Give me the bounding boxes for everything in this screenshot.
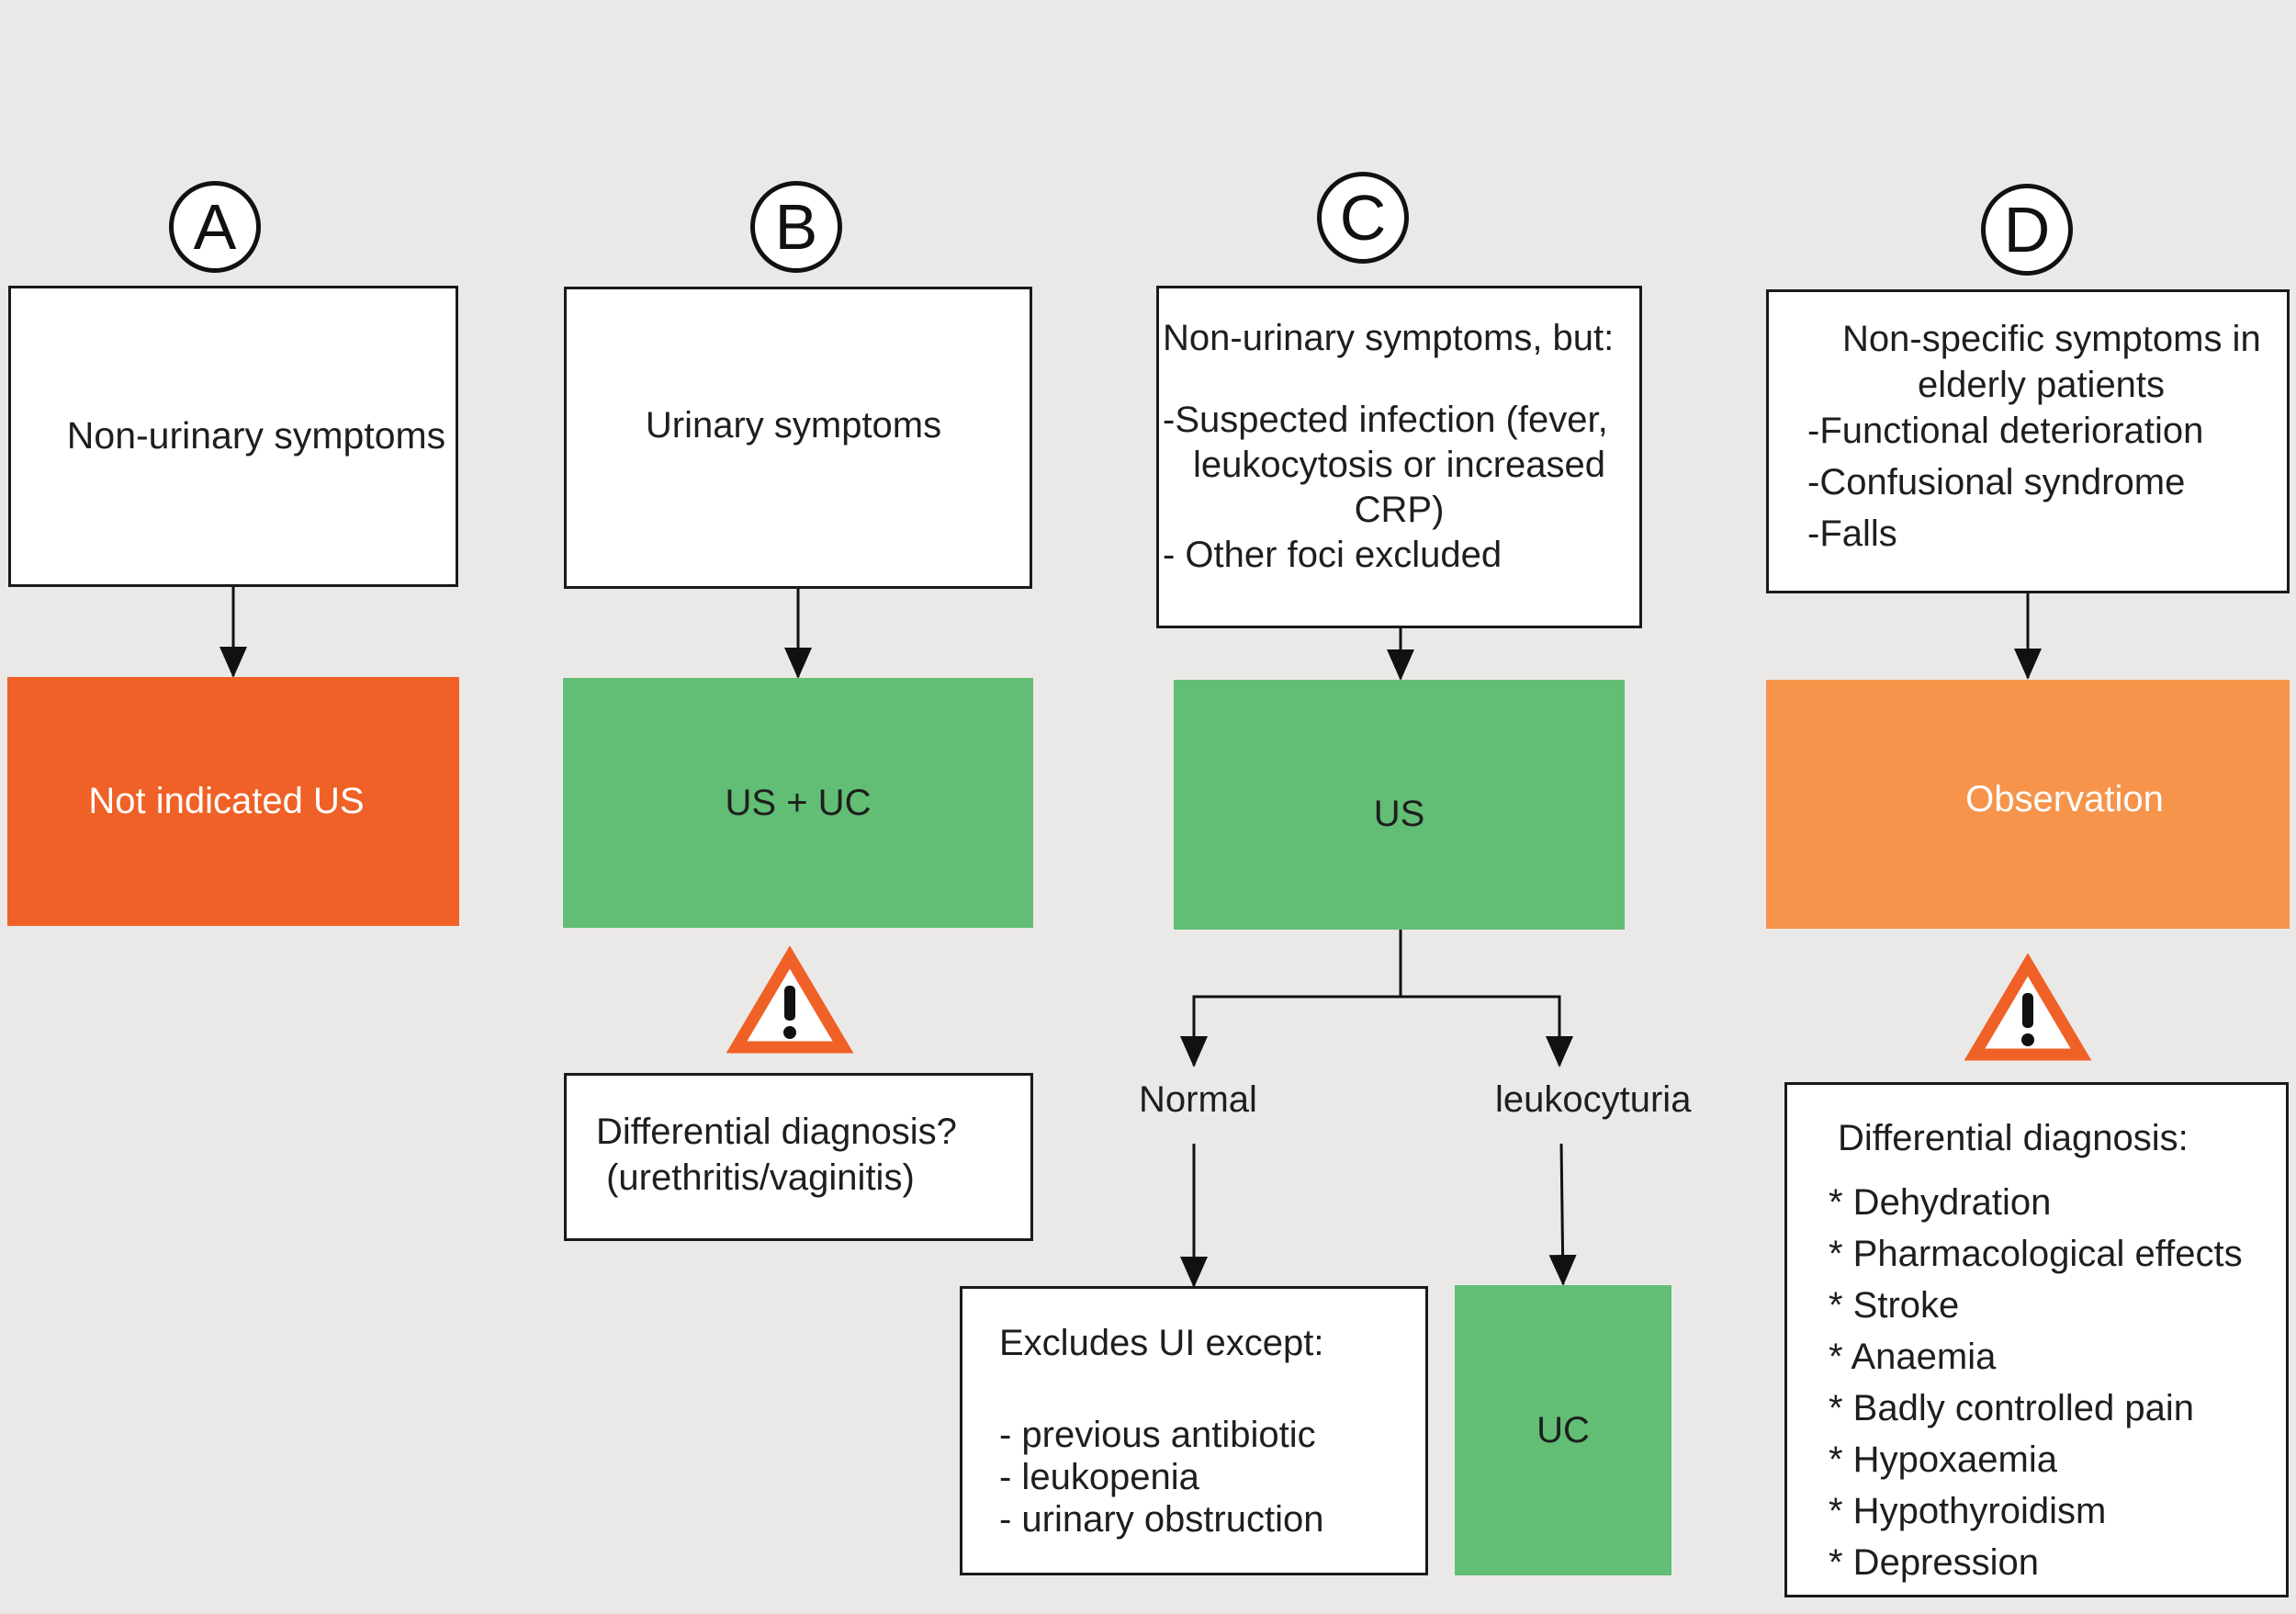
differential-item: * Anaemia (1829, 1337, 1997, 1377)
arrow-c-to-normal (1180, 995, 1401, 1067)
column-c-condition-line3: CRP) (1354, 490, 1445, 530)
column-c-letter: C (1339, 182, 1387, 254)
column-c-condition-line1: -Suspected infection (fever, (1163, 400, 1608, 440)
differential-item: * Stroke (1829, 1285, 1960, 1326)
column-c-condition-header: Non-urinary symptoms, but: (1163, 318, 1615, 358)
excludes-ui-item: - leukopenia (999, 1457, 1199, 1497)
differential-item: * Dehydration (1829, 1182, 2052, 1223)
column-d-warning-box: Differential diagnosis: * Dehydration * … (1784, 1082, 2289, 1597)
column-d-warning-header: Differential diagnosis: (1838, 1118, 2189, 1158)
column-a-badge: A (169, 181, 261, 273)
column-a-condition-box: Non-urinary symptoms (8, 286, 458, 587)
column-b-badge: B (750, 181, 842, 273)
column-a-condition: Non-urinary symptoms (66, 414, 446, 457)
column-c-action: US (1373, 793, 1425, 834)
column-a-action-box: Not indicated US (7, 677, 459, 926)
uc-result-box: UC (1455, 1285, 1671, 1575)
column-d-condition-line2: elderly patients (1918, 365, 2166, 405)
column-c-condition-line2: leukocytosis or increased (1192, 445, 1606, 485)
column-d-condition-item: -Confusional syndrome (1807, 462, 2186, 502)
column-d-condition-item: -Falls (1807, 514, 1897, 554)
excludes-ui-item: - urinary obstruction (999, 1499, 1324, 1540)
column-d-condition-item: -Functional deterioration (1807, 411, 2204, 451)
differential-item: * Pharmacological effects (1829, 1234, 2243, 1274)
column-d-action-box: Observation (1766, 680, 2290, 929)
column-c-condition-line4: - Other foci excluded (1163, 535, 1503, 575)
column-d-letter: D (2003, 194, 2051, 265)
column-b-warning-box: Differential diagnosis? (urethritis/vagi… (564, 1073, 1033, 1241)
column-b-warning-line1: Differential diagnosis? (596, 1112, 957, 1152)
arrow-c-to-leukocyturia (1401, 995, 1573, 1067)
excludes-ui-header: Excludes UI except: (999, 1323, 1324, 1363)
column-c-action-box: US (1174, 680, 1625, 930)
column-a-action: Not indicated US (88, 781, 365, 821)
column-c-condition-box: Non-urinary symptoms, but: -Suspected in… (1156, 286, 1642, 628)
differential-item: * Hypoxaemia (1829, 1439, 2058, 1480)
column-c-badge: C (1317, 172, 1409, 264)
uc-result-label: UC (1536, 1409, 1590, 1450)
column-d-condition-line1: Non-specific symptoms in (1842, 319, 2261, 359)
column-b-letter: B (774, 191, 818, 263)
excludes-ui-box: Excludes UI except: - previous antibioti… (960, 1286, 1428, 1575)
column-b-warning-line2: (urethritis/vaginitis) (596, 1157, 915, 1198)
differential-item: * Badly controlled pain (1829, 1388, 2195, 1428)
branch-leukocyturia-label: leukocyturia (1495, 1079, 1692, 1120)
column-b-action-box: US + UC (563, 678, 1033, 928)
column-b-action: US + UC (725, 782, 872, 823)
column-d-warning-icon (1964, 954, 2092, 1061)
differential-item: * Depression (1829, 1542, 2040, 1583)
branch-normal-label: Normal (1139, 1079, 1257, 1120)
column-b-warning-icon (726, 946, 854, 1054)
column-b-condition: Urinary symptoms (645, 404, 942, 446)
arrow-leukocyturia-to-uc (1548, 1143, 1577, 1286)
column-b-condition-box: Urinary symptoms (564, 287, 1032, 589)
excludes-ui-item: - previous antibiotic (999, 1415, 1316, 1455)
column-a-letter: A (193, 191, 237, 263)
column-d-condition-box: Non-specific symptoms in elderly patient… (1766, 289, 2290, 593)
differential-item: * Hypothyroidism (1829, 1491, 2107, 1531)
column-d-action: Observation (1965, 779, 2164, 819)
column-d-badge: D (1981, 184, 2073, 276)
